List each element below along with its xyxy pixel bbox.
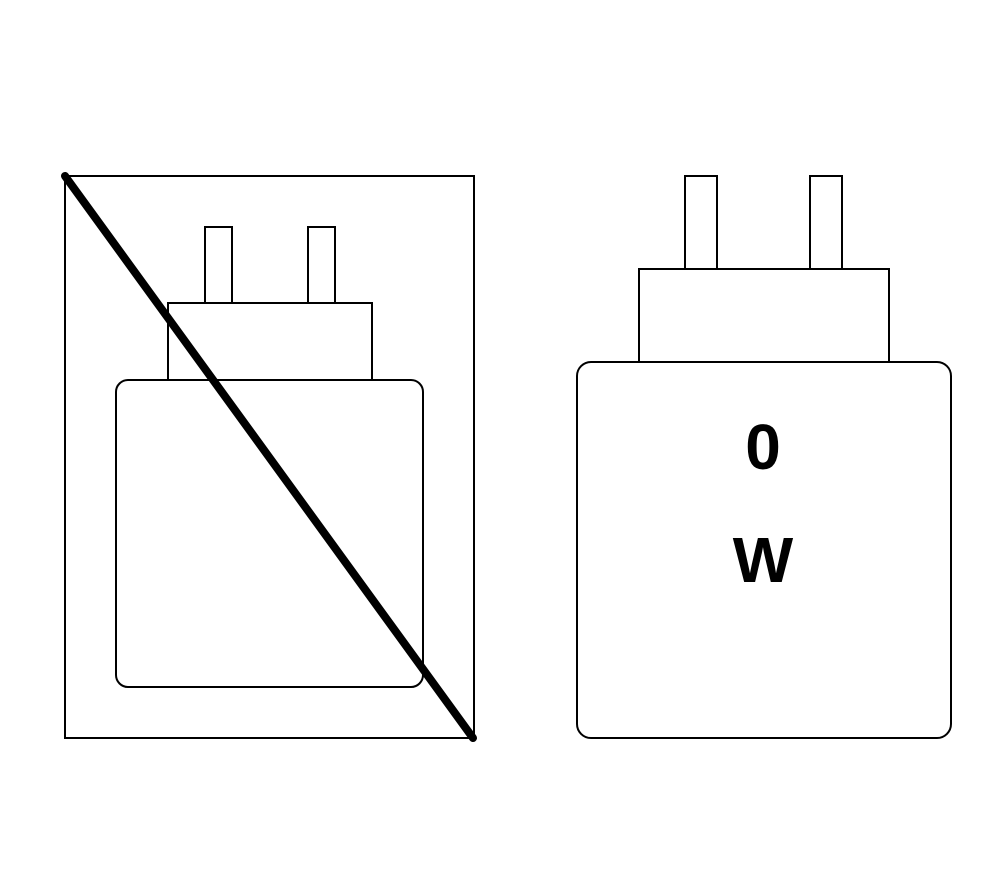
right-charger-prong-left — [684, 175, 718, 271]
right-charger-prong-right — [809, 175, 843, 271]
right-charger-body — [576, 361, 952, 739]
left-charger-plug-base — [167, 302, 373, 382]
right-charger-plug-base — [638, 268, 890, 364]
left-charger-prong-left — [204, 226, 233, 305]
left-charger-prong-right — [307, 226, 336, 305]
charger-icon: 0 W — [576, 175, 952, 739]
wattage-unit: W — [733, 524, 794, 596]
strike-through-line — [61, 172, 477, 742]
wattage-value: 0 — [745, 411, 781, 483]
crossed-out-charger-icon — [61, 172, 477, 742]
left-frame — [64, 175, 475, 739]
left-charger-body — [115, 379, 424, 688]
